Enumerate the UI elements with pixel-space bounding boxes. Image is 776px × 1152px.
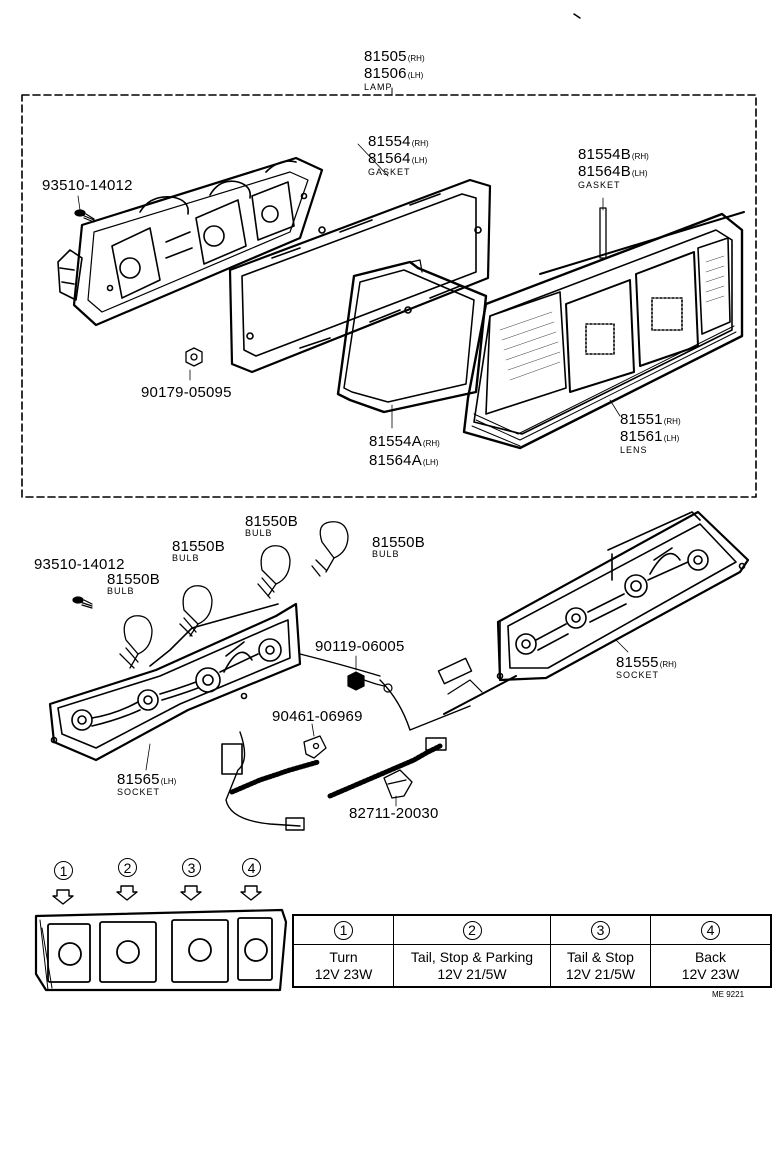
diagram-code: ME 9221 [712,990,745,999]
bulb-spec-column-2: 2 Tail, Stop & Parking 12V 21/5W [394,916,551,986]
clip-label: 90461-06969 [272,708,363,725]
socket-rh [496,510,750,682]
lens-assembly [462,212,744,450]
spec-rating-1: 12V 23W [314,966,373,982]
bolt [347,655,393,693]
bulb-spec-column-3: 3 Tail & Stop 12V 21/5W [551,916,651,986]
spec-function-1: Turn [329,949,358,965]
spec-function-2: Tail, Stop & Parking [410,949,534,965]
screw-top [74,195,95,223]
socket-lh-label: 81565(LH) SOCKET [117,771,177,797]
nut-label: 90179-05095 [141,384,232,401]
bulb-spec-column-1: 1 Turn 12V 23W [294,916,394,986]
nut [185,347,203,381]
bulb-spec-column-4: 4 Back 12V 23W [651,916,770,986]
lamp-part-number: 81505(RH) 81506(LH) LAMP [364,48,425,92]
gasket-seal [336,259,488,429]
gasket-strip [539,197,745,275]
bulb-spec-table: 1 Turn 12V 23W 2 Tail, Stop & Parking 12… [292,914,772,988]
gasket-strip-label: 81554B(RH) 81564B(LH) GASKET [578,146,649,190]
gasket-seal-label: 81554A(RH) 81564A(LH) [369,433,440,469]
socket-lh [48,602,302,771]
bulb-4-label: 81550B BULB [372,534,425,559]
spec-number-1: 1 [334,920,353,940]
lens-label: 81551(RH) 81561(LH) LENS [620,411,681,455]
gasket-frame [228,143,492,374]
spec-number-2: 2 [462,920,482,940]
bolt-label: 90119-06005 [315,638,405,655]
corner-mark [573,13,581,19]
bulb-3 [257,545,291,599]
spec-number-3: 3 [591,920,610,940]
gasket-frame-label: 81554(RH) 81564(LH) GASKET [368,133,429,177]
clamp-label: 82711-20030 [349,805,439,822]
socket-rh-label: 81555(RH) SOCKET [616,654,677,680]
bulb-4 [311,521,349,577]
spec-function-4: Back [694,949,727,965]
spec-rating-2: 12V 21/5W [437,966,507,982]
clamp [383,769,413,807]
wiring-harness [221,653,517,831]
bulb-position-panel [34,885,288,992]
lamp-housing [57,156,324,327]
position-number-1: 1 [54,861,73,880]
lamp-assembly-boundary [21,94,757,498]
bulb-2 [179,585,213,637]
clip [303,723,327,759]
spec-number-4: 4 [701,920,720,940]
screw-top-label: 93510-14012 [42,177,133,194]
bulb-1-label: 81550B BULB [107,571,160,596]
position-number-4: 4 [242,858,261,877]
bulb-2-label: 81550B BULB [172,538,225,563]
screw-bottom-label: 93510-14012 [34,556,125,573]
position-number-3: 3 [182,858,201,877]
spec-function-3: Tail & Stop [567,949,634,965]
bulb-3-label: 81550B BULB [245,513,298,538]
screw-bottom [72,596,93,609]
spec-rating-4: 12V 23W [681,966,740,982]
bulb-1 [119,615,153,669]
position-number-2: 2 [118,858,137,877]
spec-rating-3: 12V 21/5W [565,966,636,982]
